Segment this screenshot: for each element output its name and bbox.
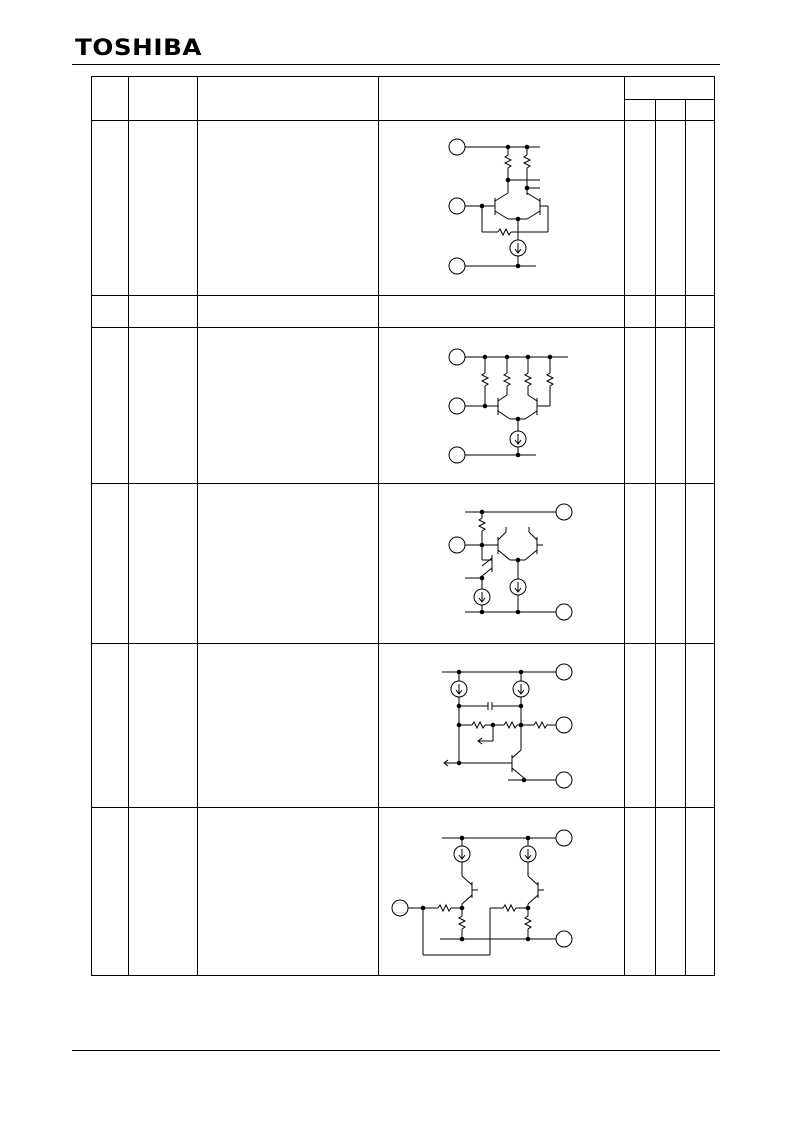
- rating-subcolumn-divider-1: [655, 100, 656, 975]
- footer-rule: [72, 1050, 720, 1051]
- rating-header-divider: [624, 99, 714, 100]
- schematic-row-3: [448, 348, 568, 464]
- toshiba-logo: TOSHIBA: [75, 36, 203, 61]
- row-divider-3: [92, 483, 714, 484]
- rating-subcolumn-divider-2: [685, 100, 686, 975]
- row-divider-5: [92, 807, 714, 808]
- schematic-row-4: [448, 503, 573, 621]
- schematic-row-1: [448, 138, 549, 275]
- schematic-row-5: [442, 663, 573, 789]
- row-divider-4: [92, 643, 714, 644]
- column-divider-4: [624, 77, 625, 975]
- column-divider-1: [128, 77, 129, 975]
- schematic-row-6: [391, 829, 573, 956]
- equivalent-circuit-table: [91, 76, 715, 976]
- row-divider-2: [92, 327, 714, 328]
- header-rule: [72, 64, 720, 65]
- column-divider-3: [378, 77, 379, 975]
- row-divider-1: [92, 295, 714, 296]
- header-row-divider: [92, 120, 714, 121]
- column-divider-2: [197, 77, 198, 975]
